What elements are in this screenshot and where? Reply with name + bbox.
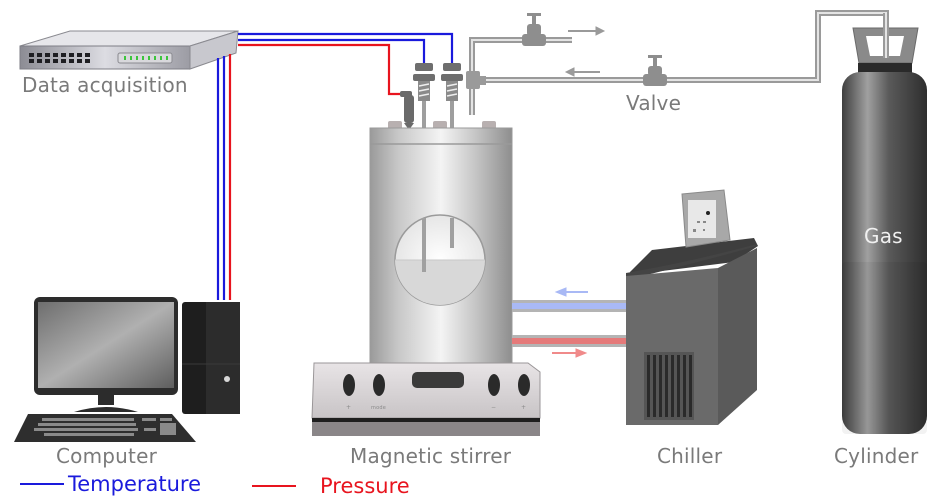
cylinder-label: Cylinder [834, 444, 919, 468]
stirrer-mode-knob[interactable] [373, 374, 385, 396]
valve-label: Valve [626, 91, 682, 115]
vent-out-arrow-icon [568, 26, 606, 36]
chiller-vent-grille [644, 352, 694, 420]
gas-label: Gas [864, 224, 903, 248]
stirrer-plus-label: + [521, 404, 527, 411]
chiller-label: Chiller [657, 444, 723, 468]
stirrer-mode-label: mode [371, 405, 386, 411]
gas-inlet-valve[interactable] [643, 55, 667, 86]
status-led-icon [124, 56, 168, 60]
data-acquisition-label: Data acquisition [22, 73, 188, 97]
signal-wires [216, 32, 454, 300]
legend-label-temperature: Temperature [68, 472, 202, 496]
computer-label: Computer [56, 444, 158, 468]
temperature-probe-1 [413, 63, 435, 128]
temperature-wire-2 [238, 38, 426, 64]
stirrer-minus-knob[interactable] [488, 374, 500, 396]
magnetic-stirrer [311, 362, 541, 436]
stirrer-knob-1[interactable] [343, 374, 355, 396]
magnetic-stirrer-label: Magnetic stirrer [350, 444, 512, 468]
stirrer-plus-knob[interactable] [518, 374, 530, 396]
stirrer-minus-label: − [491, 404, 497, 411]
stirrer-knob-1-label: + [346, 404, 352, 411]
port-block-icon [29, 53, 90, 63]
legend-item-pressure: Pressure [252, 474, 410, 498]
chiller-control-head[interactable] [681, 189, 731, 248]
coolant-supply-arrow-icon [552, 348, 588, 358]
vent-valve[interactable] [522, 13, 546, 46]
coolant-supply-line [512, 338, 630, 344]
chiller-control-panel[interactable] [688, 200, 716, 238]
monitor-screen [38, 302, 174, 388]
stirrer-display [412, 372, 464, 388]
coolant-return-line [512, 303, 630, 309]
temperature-legend-swatch [20, 483, 64, 485]
reactor-vessel [369, 121, 513, 367]
temperature-probe-2 [441, 63, 463, 128]
coolant-return-arrow-icon [554, 287, 588, 297]
keyboard[interactable] [14, 414, 196, 442]
legend-item-temperature: Temperature [20, 472, 201, 496]
pressure-legend-swatch [252, 485, 296, 487]
power-button-icon[interactable] [224, 376, 230, 382]
temperature-wire-1 [238, 32, 454, 64]
pc-tower[interactable] [182, 302, 240, 414]
status-led-panel [117, 52, 173, 64]
legend-label-pressure: Pressure [320, 474, 410, 498]
pressure-wire [238, 43, 405, 96]
chiller [626, 189, 758, 425]
data-acquisition-unit [19, 30, 239, 70]
gas-in-arrow-icon [564, 67, 600, 77]
gas-cylinder [842, 13, 927, 434]
tee-fitting [466, 71, 480, 89]
sight-glass-window [394, 214, 486, 306]
computer [14, 297, 240, 442]
coolant-lines [512, 300, 630, 347]
pressure-transducer [400, 91, 414, 130]
